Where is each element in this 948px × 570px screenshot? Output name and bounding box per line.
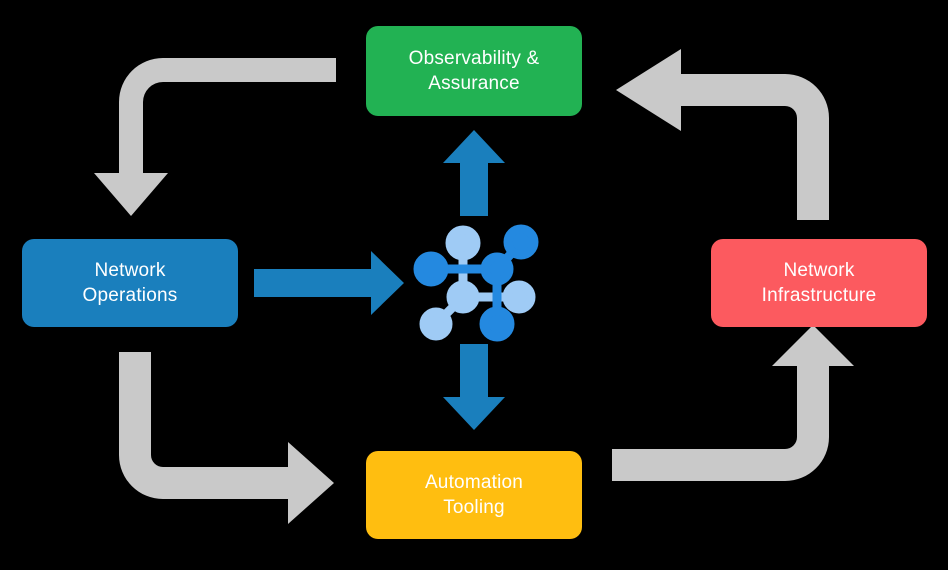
arrow-center-to-observability [443,130,505,216]
node-observability-assurance[interactable]: Observability & Assurance [366,26,582,116]
arrow-infrastructure-to-observability [616,49,829,220]
node-network-operations[interactable]: Network Operations [22,239,238,327]
network-topology-icon [413,224,539,342]
arrow-center-to-automation [443,344,505,430]
node-automation-tooling[interactable]: Automation Tooling [366,451,582,539]
arrow-operations-to-automation [119,352,334,524]
arrow-operations-to-center [254,251,404,315]
node-label-observability: Observability & Assurance [408,47,540,94]
arrow-automation-to-infrastructure [612,325,854,481]
node-label-infrastructure: Network Infrastructure [761,259,877,306]
node-network-infrastructure[interactable]: Network Infrastructure [711,239,927,327]
node-label-automation: Automation Tooling [424,471,524,518]
arrow-observability-to-operations [94,58,336,216]
node-label-operations: Network Operations [82,259,178,306]
